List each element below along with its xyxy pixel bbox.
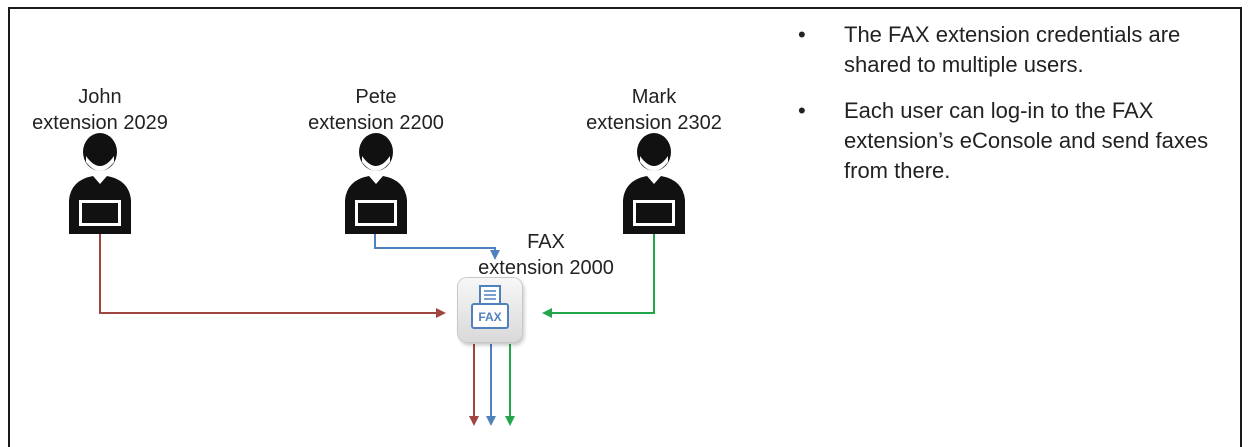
connection-lines (99, 232, 655, 426)
user-at-laptop-icon (623, 133, 685, 234)
fax-extension: extension 2000 (478, 257, 614, 279)
user-name: John (78, 86, 122, 108)
user-extension: extension 2200 (308, 112, 444, 134)
fax-glyph: FAX (471, 285, 509, 329)
mark-to-fax-line (542, 232, 655, 318)
fax-name: FAX (527, 231, 565, 253)
john-to-fax-line (99, 232, 446, 318)
user-john-label: John extension 2029 (32, 84, 168, 136)
user-at-laptop-icon (69, 133, 131, 234)
user-extension: extension 2302 (586, 112, 722, 134)
pete-to-fax-line (374, 232, 500, 260)
user-name: Mark (631, 86, 677, 108)
bullet-text: The FAX extension credentials are shared… (844, 22, 1181, 77)
bullet-item: • The FAX extension credentials are shar… (798, 20, 1238, 80)
fax-label: FAX extension 2000 (478, 229, 614, 281)
bullet-list: • The FAX extension credentials are shar… (798, 20, 1238, 202)
user-mark-label: Mark extension 2302 (586, 84, 722, 136)
user-extension: extension 2029 (32, 112, 168, 134)
bullet-item: • Each user can log-in to the FAX extens… (798, 96, 1238, 186)
bullet-text: Each user can log-in to the FAX extensio… (844, 98, 1209, 183)
fax-machine-icon: FAX (458, 278, 522, 342)
user-pete-label: Pete extension 2200 (308, 84, 444, 136)
bullet-dot: • (798, 98, 806, 123)
user-at-laptop-icon (345, 133, 407, 234)
fax-icon-label: FAX (478, 310, 501, 324)
bullet-dot: • (798, 22, 806, 47)
diagram-frame (8, 7, 1242, 447)
user-name: Pete (355, 86, 397, 108)
